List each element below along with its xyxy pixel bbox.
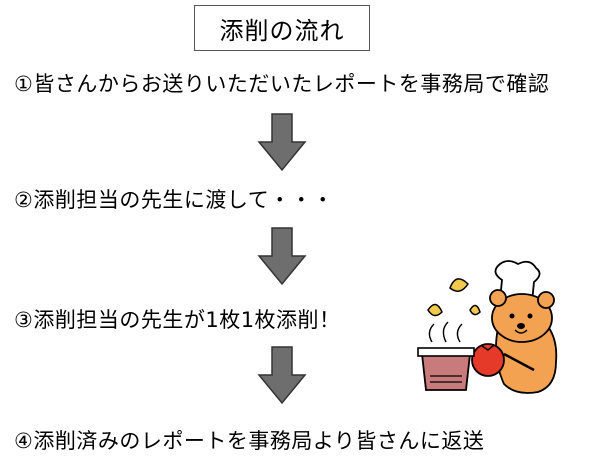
pot-icon (420, 353, 472, 391)
step-1: ①皆さんからお送りいただいたレポートを事務局で確認 (14, 68, 549, 98)
down-arrow-icon (257, 346, 307, 405)
step-number: ① (14, 72, 34, 96)
step-text: 皆さんからお送りいただいたレポートを事務局で確認 (33, 72, 550, 96)
step-number: ④ (14, 429, 34, 453)
tomato-icon (471, 343, 505, 377)
leaf-icon (469, 304, 481, 316)
step-number: ② (14, 188, 34, 212)
step-text: 添削担当の先生に渡して・・・ (33, 188, 334, 212)
title-text: 添削の流れ (219, 16, 345, 45)
diagram-title: 添削の流れ (194, 5, 370, 51)
step-text: 添削担当の先生が1枚1枚添削！ (33, 308, 341, 332)
step-2: ②添削担当の先生に渡して・・・ (14, 184, 334, 214)
leaf-icon (427, 303, 443, 317)
step-text: 添削済みのレポートを事務局より皆さんに返送 (33, 429, 485, 453)
step-3: ③添削担当の先生が1枚1枚添削！ (14, 304, 341, 334)
down-arrow-icon (257, 113, 307, 172)
step-4: ④添削済みのレポートを事務局より皆さんに返送 (14, 425, 484, 455)
leaf-icon (449, 278, 469, 292)
down-arrow-icon (257, 227, 307, 286)
step-number: ③ (14, 308, 34, 332)
chef-hat-icon (494, 260, 541, 303)
bear-chef-illustration (417, 260, 558, 394)
